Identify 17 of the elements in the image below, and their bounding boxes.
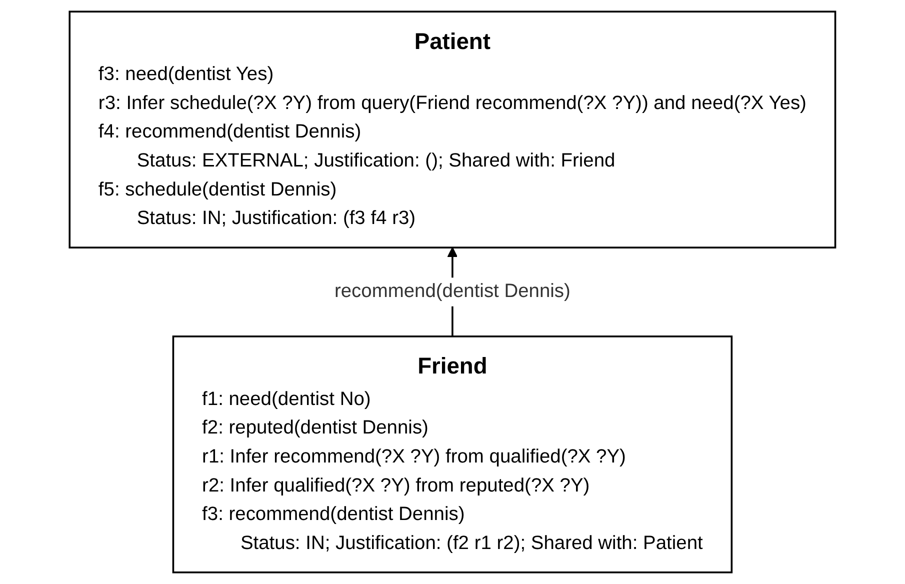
edge-label: recommend(dentist Dennis) — [334, 278, 570, 306]
node-label: Friend — [418, 354, 488, 380]
node-label: r1: Infer recommend(?X ?Y) from qualified(?X ?Y) — [202, 446, 626, 467]
node-label: f2: reputed(dentist Dennis) — [202, 417, 428, 438]
node-label: Patient — [414, 30, 491, 55]
node-label: Status: IN; Justification: (f3 f4 r3) — [136, 208, 416, 228]
node-label: f1: need(dentist No) — [202, 388, 371, 410]
node-label: r3: Infer schedule(?X ?Y) from query(Friend recommend(?X ?Y)) and need(?X Yes) — [98, 92, 806, 114]
entity-box: Patient f3: need(dentist Yes) r3: Infer schedule(?X ?Y) from query(Friend recommend(?X ?Y)) and need(?X Yes) f4: recommend(dentist Dennis) Status: EXTERNAL; Justification: (); Shared with: Friend f5: schedule(dentist Dennis) Status: IN; Justification: (f3 f4 r3) — [68, 10, 836, 248]
node-label: f4: recommend(dentist Dennis) — [98, 121, 362, 142]
node-label: f3: recommend(dentist Dennis) — [202, 504, 465, 524]
node-label: Status: IN; Justification: (f2 r1 r2); Shared with: Patient — [240, 532, 703, 554]
node-label: r2: Infer qualified(?X ?Y) from reputed(?X ?Y) — [202, 475, 590, 496]
node-label: f3: need(dentist Yes) — [98, 64, 274, 84]
node-label: f5: schedule(dentist Dennis) — [98, 179, 337, 200]
node-label: Status: EXTERNAL; Justification: (); Shared with: Friend — [136, 150, 616, 171]
entity-box: Friend f1: need(dentist No) f2: reputed(dentist Dennis) r1: Infer recommend(?X ?Y) from qualified(?X ?Y) r2: Infer qualified(?X ?Y) from reputed(?X ?Y) f3: recommend(dentist Dennis) Status: IN; Justification: (f2 r1 r2); Shared with: Patient — [172, 336, 733, 574]
